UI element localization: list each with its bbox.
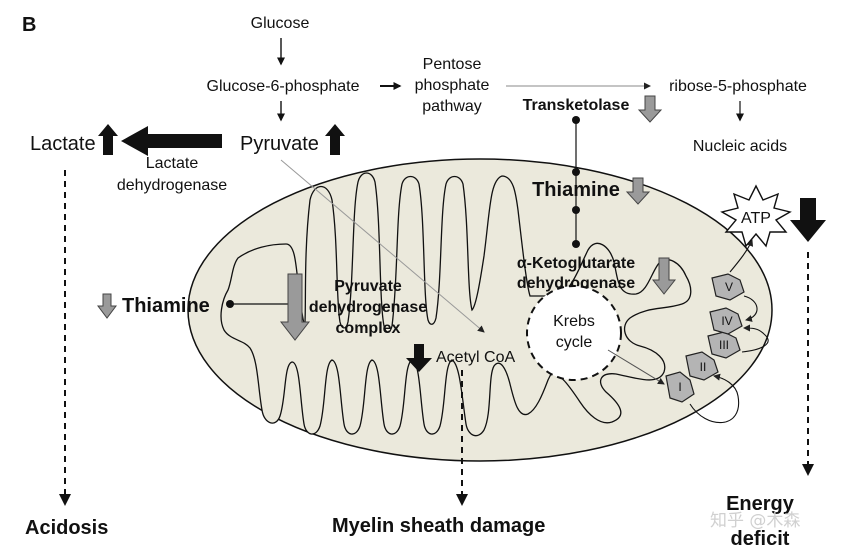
transketolase-dot bbox=[572, 116, 580, 124]
myelin-arrowhead bbox=[456, 494, 468, 506]
complex-v bbox=[711, 273, 745, 301]
ppp-label-3: pathway bbox=[422, 98, 482, 115]
electron-flow-3 bbox=[743, 295, 758, 322]
transketolase-label: Transketolase bbox=[523, 97, 630, 114]
krebs-label-2: cycle bbox=[556, 334, 593, 351]
akg-label-1: α-Ketoglutarate bbox=[517, 255, 635, 272]
pdh-label-3: complex bbox=[336, 320, 401, 337]
complex-iv-label: IV bbox=[721, 314, 732, 328]
complex-i bbox=[665, 371, 695, 403]
atp-starburst bbox=[720, 184, 792, 248]
nucleic-acids-label: Nucleic acids bbox=[693, 138, 787, 155]
complex-v-label: V bbox=[725, 280, 733, 294]
electron-flow-1 bbox=[689, 373, 740, 424]
thiamine-dot-upper bbox=[572, 168, 580, 176]
ppp-label-1: Pentose bbox=[423, 56, 482, 73]
complex-ii bbox=[685, 351, 719, 381]
krebs-to-complex-i-arrow bbox=[607, 349, 665, 385]
transketolase-down-arrow bbox=[637, 95, 663, 123]
complex-iv bbox=[709, 307, 743, 335]
mitochondrion bbox=[187, 158, 773, 462]
ldh-label-1: Lactate bbox=[146, 155, 199, 172]
thiamine-top-down-arrow bbox=[625, 177, 651, 205]
g6p-label: Glucose-6-phosphate bbox=[207, 78, 360, 95]
energy-deficit-label-1: Energy bbox=[726, 493, 795, 515]
complex-iii-label: III bbox=[719, 338, 729, 352]
pdh-label-2: dehydrogenase bbox=[309, 299, 427, 316]
krebs-label-1: Krebs bbox=[553, 313, 595, 330]
energy-deficit-label-2: deficit bbox=[731, 528, 790, 550]
pyruvate-label: Pyruvate bbox=[240, 133, 319, 155]
complex-i-label: I bbox=[678, 380, 681, 394]
pdh-down-arrow bbox=[279, 273, 311, 341]
thiamine-left-dot bbox=[226, 300, 234, 308]
complex-ii-label: II bbox=[700, 360, 707, 374]
pdh-label-1: Pyruvate bbox=[334, 278, 402, 295]
pyruvate-up-arrow bbox=[325, 124, 345, 155]
electron-flow-2 bbox=[741, 324, 769, 353]
glucose-label: Glucose bbox=[251, 15, 310, 32]
akg-dot bbox=[572, 240, 580, 248]
akg-down-arrow bbox=[651, 257, 677, 295]
ppp-label-2: phosphate bbox=[415, 77, 490, 94]
atp-down-arrow bbox=[790, 198, 826, 242]
pyruvate-to-acetylcoa-arrow bbox=[280, 159, 485, 333]
ldh-label-2: dehydrogenase bbox=[117, 177, 227, 194]
complex-v-to-atp-arrow bbox=[729, 239, 754, 273]
electron-transport-chain: I II III IV V bbox=[665, 239, 769, 424]
thiamine-left-label: Thiamine bbox=[122, 295, 210, 317]
acetylcoa-label: Acetyl CoA bbox=[436, 349, 515, 366]
atp-label: ATP bbox=[741, 210, 771, 227]
thiamine-dot-lower bbox=[572, 206, 580, 214]
acidosis-label: Acidosis bbox=[25, 517, 108, 539]
lactate-label: Lactate bbox=[30, 133, 96, 155]
acetylcoa-down-arrow bbox=[406, 344, 432, 372]
watermark: 知乎 @木森 bbox=[710, 511, 800, 531]
acidosis-arrowhead bbox=[59, 494, 71, 506]
thiamine-top-label: Thiamine bbox=[532, 179, 620, 201]
r5p-label: ribose-5-phosphate bbox=[669, 78, 807, 95]
thiamine-left-down-arrow bbox=[97, 293, 117, 319]
panel-label: B bbox=[22, 14, 36, 36]
energy-arrowhead bbox=[802, 464, 814, 476]
pyruvate-to-lactate-arrow bbox=[121, 126, 222, 156]
myelin-label: Myelin sheath damage bbox=[332, 515, 545, 537]
akg-label-2: dehydrogenase bbox=[517, 275, 635, 292]
krebs-cycle-circle bbox=[526, 285, 622, 381]
lactate-up-arrow bbox=[98, 124, 118, 155]
